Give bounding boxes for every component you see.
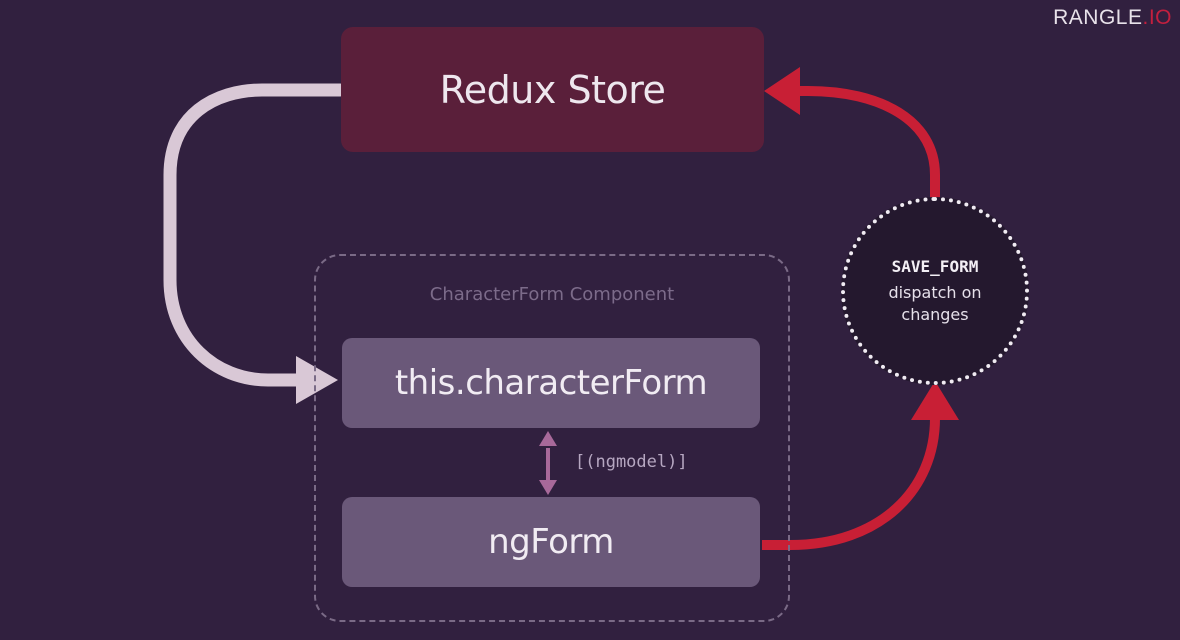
ngform-box: ngForm [342, 497, 760, 587]
logo-name: RANGLE [1053, 6, 1143, 29]
logo-dot: . [1142, 6, 1149, 29]
dispatch-description: dispatch on changes [888, 282, 982, 324]
binding-arrowhead-down [539, 480, 557, 495]
state-flow-arrowhead [296, 356, 338, 404]
ngform-label: ngForm [488, 522, 614, 562]
rangle-logo: RANGLE.IO [1053, 6, 1172, 30]
component-label: CharacterForm Component [429, 284, 675, 305]
form-change-arrowhead [911, 381, 959, 420]
save-form-action-label: SAVE_FORM [891, 256, 979, 276]
dispatch-arrow [796, 86, 940, 198]
save-form-dispatch-node: SAVE_FORM dispatch on changes [841, 197, 1029, 385]
redux-store-box: Redux Store [341, 27, 764, 152]
character-form-model-label: this.characterForm [394, 363, 708, 403]
form-change-arrow [762, 417, 940, 550]
ngmodel-binding-label: [(ngmodel)] [575, 452, 688, 472]
character-form-model-box: this.characterForm [342, 338, 760, 428]
binding-arrowhead-up [539, 431, 557, 446]
character-form-component-frame: CharacterForm Component [314, 254, 790, 622]
dispatch-arrowhead [764, 67, 800, 115]
state-flow-arrow [163, 83, 347, 387]
redux-store-label: Redux Store [439, 67, 666, 112]
logo-suffix: IO [1148, 6, 1172, 29]
